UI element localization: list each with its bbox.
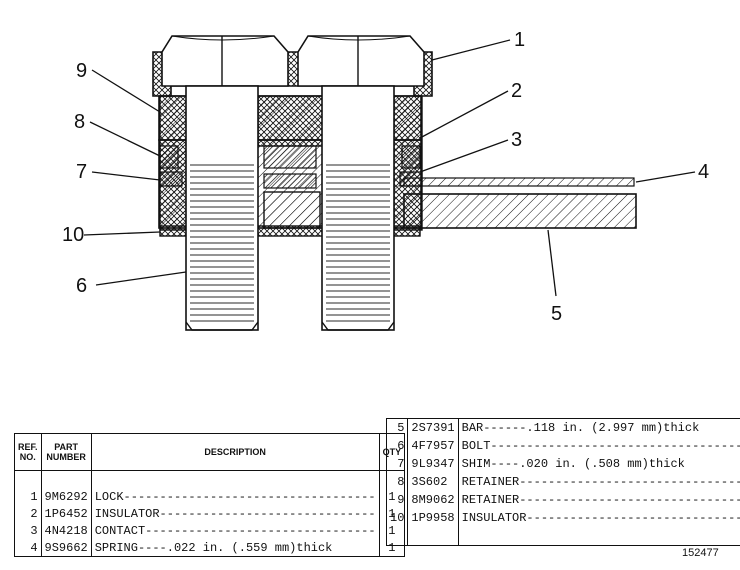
part-cell: 8M9062 [407,491,459,509]
callout-9: 9 [76,60,87,82]
part-cell: 9M6292 [41,488,92,505]
table-row: 10 1P9958 INSULATOR---------------------… [386,509,740,527]
desc-cell: SHIM----.020 in. (.508 mm)thick [458,455,740,473]
header-desc: DESCRIPTION [91,433,380,471]
ref-cell: 2 [14,505,42,522]
callout-5: 5 [551,303,562,325]
ref-cell: 8 [386,473,409,491]
part-cell: 3S602 [407,473,459,491]
callout-10: 10 [62,224,84,246]
table-row: 2 1P6452 INSULATOR----------------------… [14,505,405,522]
callout-7: 7 [76,161,87,183]
table-spacer [386,527,740,546]
callout-3: 3 [511,129,522,151]
lower-retainer [263,191,321,229]
part-cell: 2S7391 [407,418,459,437]
table-row: 4 9S9662 SPRING----.022 in. (.559 mm)thi… [14,539,405,557]
desc-cell: CONTACT-------------------------------- [91,522,380,539]
desc-cell: LOCK----------------------------------- [91,488,380,505]
ref-cell: 6 [386,437,409,455]
qty-cell: 1 [388,540,396,555]
ref-cell: 10 [386,509,409,527]
table-row: 6 4F7957 BOLT---------------------------… [386,437,740,455]
callout-2: 2 [511,80,522,102]
ref-cell: 5 [386,418,409,437]
desc-cell: BAR------.118 in. (2.997 mm)thick [458,418,740,437]
table-spacer [14,470,405,488]
part-cell: 4N4218 [41,522,92,539]
part-cell: 9S9662 [41,539,92,557]
desc-cell: SPRING----.022 in. (.559 mm)thick [91,539,380,557]
bar-part [403,193,637,229]
table-row: 7 9L9347 SHIM----.020 in. (.508 mm)thick… [386,455,740,473]
drawing-number: 152477 [682,547,719,559]
parts-table-right: 5 2S7391 BAR------.118 in. (2.997 mm)thi… [386,418,740,546]
ref-cell: 4 [14,539,42,557]
table-row: 1 9M6292 LOCK---------------------------… [14,488,405,505]
part-cell: 1P6452 [41,505,92,522]
desc-cell: INSULATOR------------------------------ [458,509,740,527]
table-row: 9 8M9062 RETAINER-----------------------… [386,491,740,509]
spring-strip [403,177,635,187]
parts-table-left: REF. NO. PART NUMBER DESCRIPTION QTY 1 9… [14,433,406,557]
header-part: PART NUMBER [41,433,92,471]
callout-8: 8 [74,111,85,133]
part-cell: 4F7957 [407,437,459,455]
ref-cell: 3 [14,522,42,539]
table-row: 3 4N4218 CONTACT------------------------… [14,522,405,539]
desc-cell: BOLT----------------------------------- [458,437,740,455]
leader-lines [83,39,696,297]
part-cell: 9L9347 [407,455,459,473]
ref-cell: 7 [386,455,409,473]
bolt-right [297,35,425,331]
ref-cell: 1 [14,488,42,505]
callout-1: 1 [514,29,525,51]
header-ref: REF. NO. [14,433,42,471]
desc-cell: RETAINER------------------------------- [458,473,740,491]
part-cell: 1P9958 [407,509,459,527]
table-header: REF. NO. PART NUMBER DESCRIPTION QTY [14,433,405,471]
table-row: 8 3S602 RETAINER------------------------… [386,473,740,491]
assembly-drawing: 1 2 3 4 5 6 7 8 9 10 [62,29,709,331]
ref-cell: 9 [386,491,409,509]
desc-cell: RETAINER------------------------------- [458,491,740,509]
bottom-insulator [159,225,421,237]
table-row: 5 2S7391 BAR------.118 in. (2.997 mm)thi… [386,418,740,437]
callout-6: 6 [76,275,87,297]
desc-cell: INSULATOR------------------------------ [91,505,380,522]
callout-4: 4 [698,161,709,183]
bolt-left [161,35,289,331]
